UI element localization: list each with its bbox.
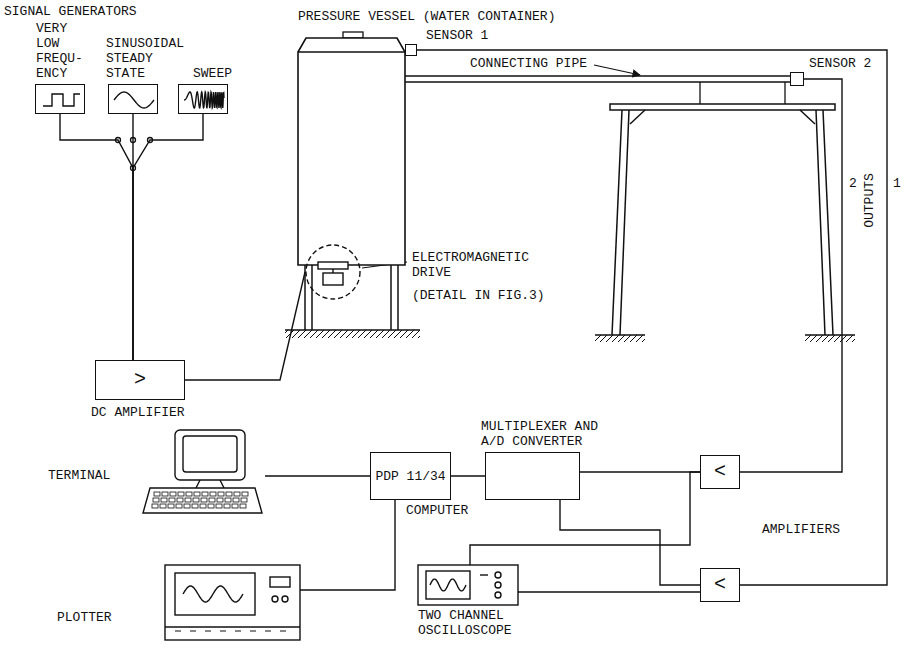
- callout-number: 1: [893, 176, 901, 191]
- sweep-icon: [179, 85, 229, 115]
- node-text: PDP 11/34: [375, 469, 445, 484]
- node-text: >: [134, 370, 146, 390]
- node-label: VERY LOW FREQU- ENCY: [36, 21, 88, 81]
- signal-generator: SINUSOIDAL STEADY STATE: [108, 84, 158, 114]
- part-label: CONNECTING PIPE: [470, 56, 587, 71]
- signal-wire: [417, 50, 887, 585]
- node-label: (DETAIL IN FIG.3): [412, 288, 552, 303]
- electromagnetic-drive: ELECTROMAGNETIC DRIVE(DETAIL IN FIG.3): [305, 244, 361, 300]
- signal-wire: [265, 475, 370, 476]
- node-label: PLOTTER: [57, 610, 112, 625]
- sine-icon: [109, 85, 159, 115]
- dc-amplifier: >DC AMPLIFIER: [95, 360, 185, 400]
- group-heading: SIGNAL GENERATORS: [4, 4, 137, 19]
- signal-wire: [185, 272, 305, 380]
- terminal: TERMINAL: [140, 430, 265, 515]
- scope-icon: [418, 565, 518, 605]
- node-text: <: [714, 575, 726, 595]
- table: [610, 104, 835, 335]
- node-label: SENSOR 1: [426, 28, 488, 43]
- signal-wire: [518, 591, 700, 592]
- pressure-vessel: PRESSURE VESSEL (WATER CONTAINER): [298, 38, 405, 265]
- signal-wire: [740, 79, 842, 472]
- signal-wire: [300, 500, 395, 590]
- node-text: <: [714, 462, 726, 482]
- node-label: SINUSOIDAL STEADY STATE: [106, 36, 186, 81]
- sensor: SENSOR 1: [405, 44, 417, 56]
- node-label: TERMINAL: [48, 468, 110, 483]
- node-label: SWEEP: [193, 66, 232, 81]
- signal-generator: VERY LOW FREQU- ENCY: [35, 84, 85, 114]
- signal-wire: [580, 471, 700, 472]
- plotter: PLOTTER: [165, 565, 300, 640]
- leader-line: [594, 65, 640, 75]
- part-label: AMPLIFIERS: [762, 522, 840, 537]
- node-label: COMPUTER: [406, 503, 468, 518]
- node-label: MULTIPLEXER AND A/D CONVERTER: [481, 419, 606, 449]
- drive-icon: [305, 244, 361, 300]
- ground-hatch: [595, 335, 645, 342]
- node-label: DC AMPLIFIER: [91, 405, 185, 420]
- sensor: SENSOR 2: [790, 72, 804, 86]
- oscilloscope: TWO CHANNEL OSCILLOSCOPE: [418, 565, 518, 605]
- node-label: PRESSURE VESSEL (WATER CONTAINER): [298, 9, 555, 24]
- signal-wire: [133, 114, 203, 360]
- node-label: TWO CHANNEL OSCILLOSCOPE: [418, 608, 522, 638]
- node-label: SENSOR 2: [809, 56, 871, 71]
- computer: PDP 11/34COMPUTER: [370, 452, 451, 500]
- signal-wire: [451, 475, 485, 476]
- terminal-icon: [140, 430, 265, 515]
- part-label: OUTPUTS: [861, 173, 876, 228]
- amplifier: <: [700, 568, 740, 602]
- node-label: ELECTROMAGNETIC DRIVE: [412, 250, 542, 280]
- square-icon: [36, 85, 86, 115]
- vessel-icon: [298, 38, 405, 265]
- ground-hatch: [805, 335, 855, 342]
- multiplexer-adc: MULTIPLEXER AND A/D CONVERTER: [485, 452, 580, 500]
- callout-number: 2: [849, 176, 857, 191]
- vessel-cap: [343, 32, 363, 38]
- vessel-stand: [285, 265, 420, 330]
- connecting-pipe: [405, 76, 790, 104]
- signal-wire: [60, 114, 133, 360]
- ground-hatch: [285, 330, 420, 338]
- signal-generator: SWEEP: [178, 84, 228, 114]
- amplifier: <: [700, 455, 740, 489]
- plotter-icon: [165, 565, 300, 640]
- signal-wire: [560, 500, 700, 585]
